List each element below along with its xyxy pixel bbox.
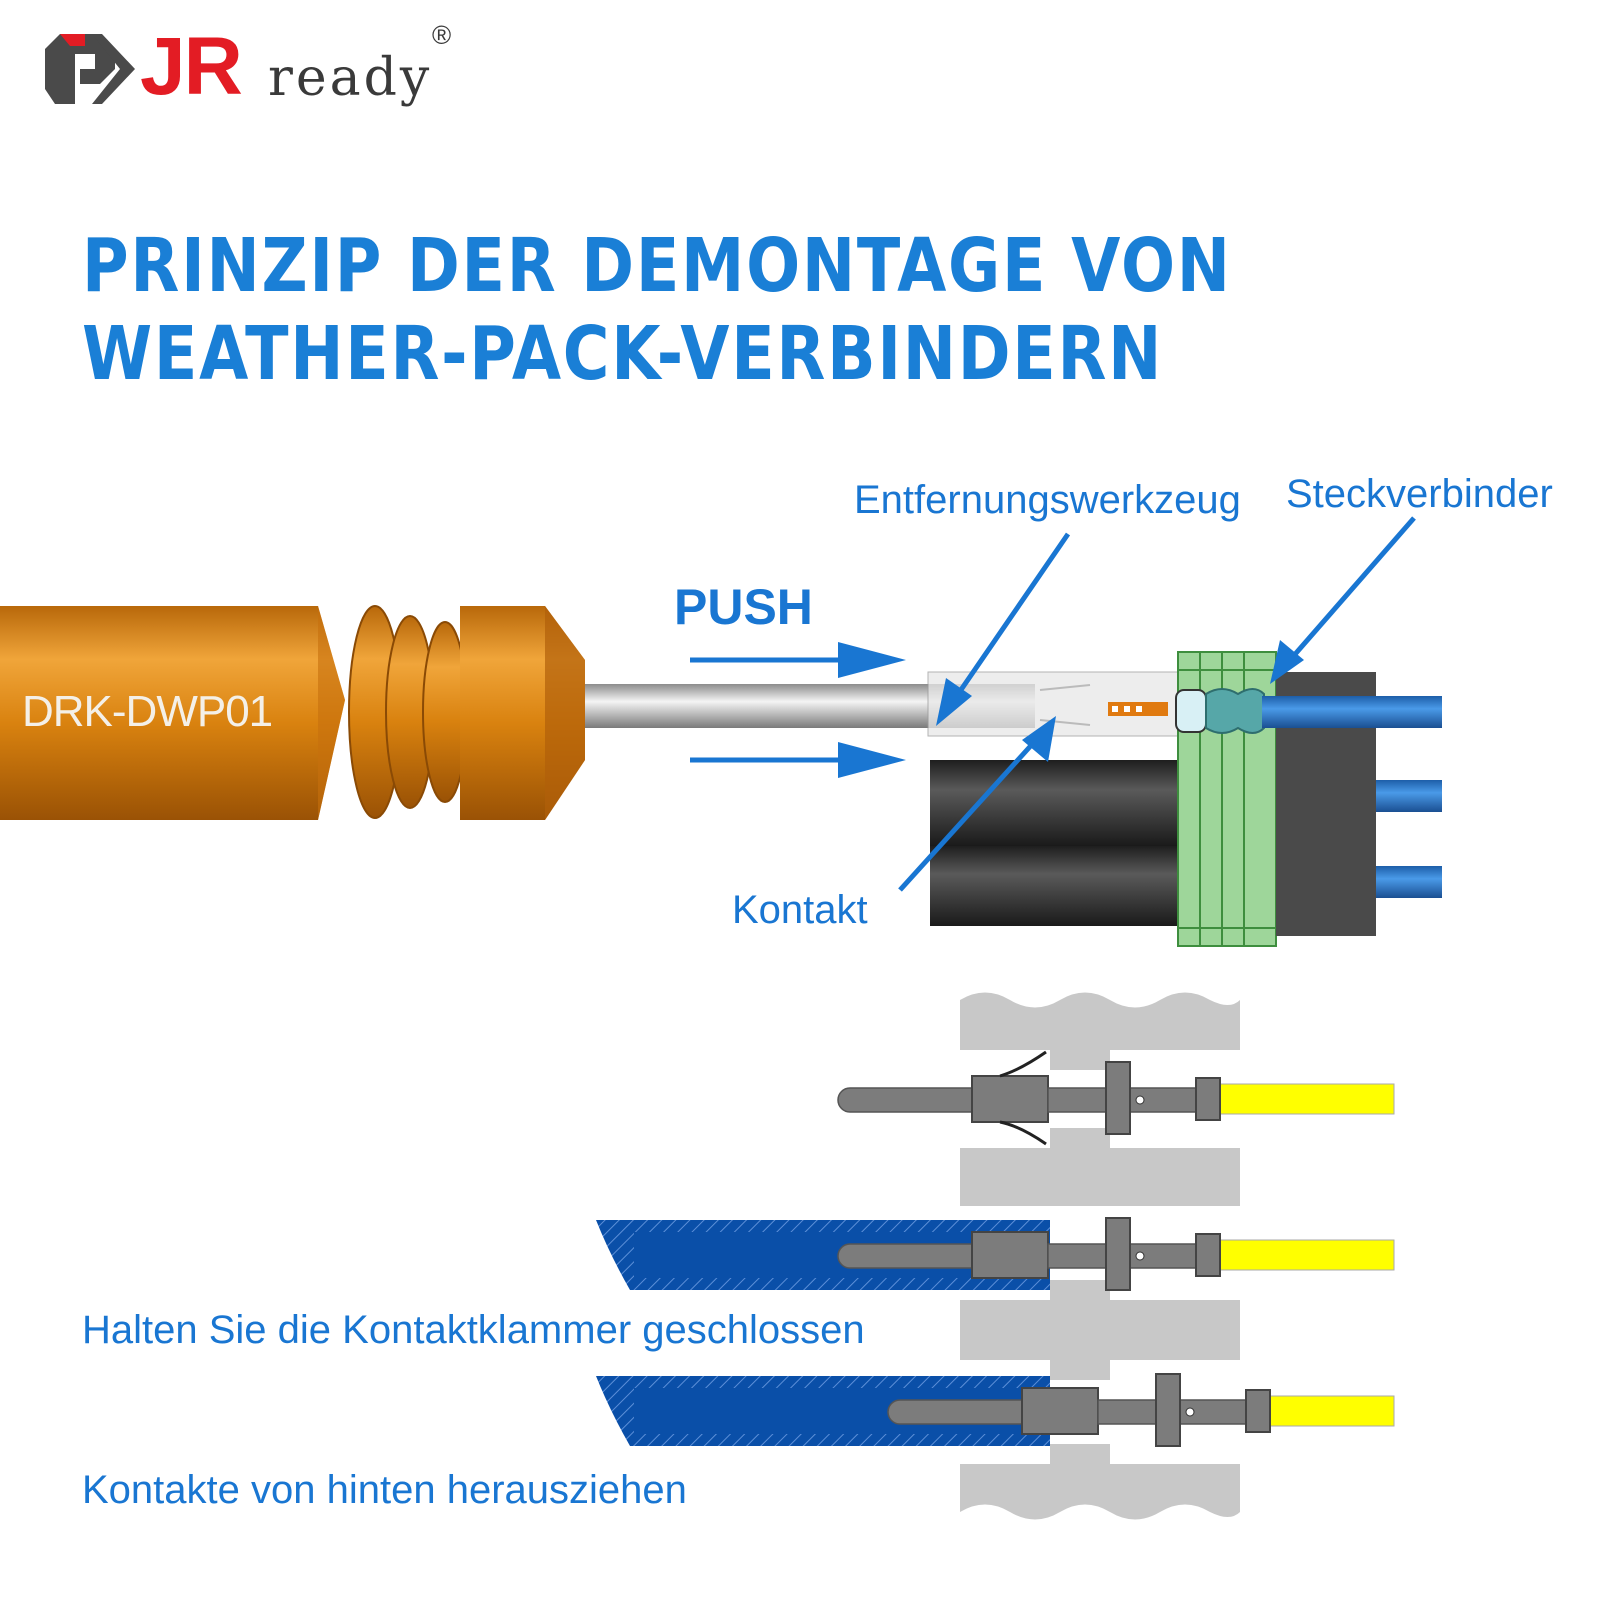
cross-section-diagram — [596, 992, 1395, 1520]
brand-logo: JR ready ® — [40, 18, 480, 128]
connector-label: Steckverbinder — [1286, 472, 1553, 516]
contact-label: Kontakt — [732, 888, 868, 932]
leader-arrows — [898, 516, 1416, 892]
step-2-text: Kontakte von hinten herausziehen — [82, 1468, 687, 1512]
logo-mark-icon — [45, 34, 135, 104]
tool-model-label: DRK-DWP01 — [22, 687, 273, 736]
connector-cavity-2 — [930, 760, 1180, 846]
wire-2 — [1376, 780, 1442, 812]
screwdriver-handle — [0, 605, 585, 820]
grip-rings — [348, 605, 468, 819]
push-label: PUSH — [674, 579, 813, 635]
page-title: PRINZIP DER DEMONTAGE VON WEATHER-PACK-V… — [82, 222, 1338, 398]
connector-cavity-3 — [930, 846, 1180, 926]
push-arrows — [690, 642, 906, 778]
wire-3 — [1376, 866, 1442, 898]
contact-terminal — [1108, 702, 1168, 716]
wire-1 — [1262, 696, 1442, 728]
logo-jr-text: JR — [140, 21, 243, 112]
wire-seal — [1175, 688, 1265, 734]
title-line-1: PRINZIP DER DEMONTAGE VON — [82, 223, 1232, 309]
removal-tool-label: Entfernungswerkzeug — [854, 478, 1241, 522]
logo-ready-text: ready — [268, 48, 433, 108]
step-1-text: Halten Sie die Kontaktklammer geschlosse… — [82, 1308, 865, 1352]
title-line-2: WEATHER-PACK-VERBINDERN — [82, 311, 1164, 397]
registered-mark: ® — [432, 20, 452, 50]
